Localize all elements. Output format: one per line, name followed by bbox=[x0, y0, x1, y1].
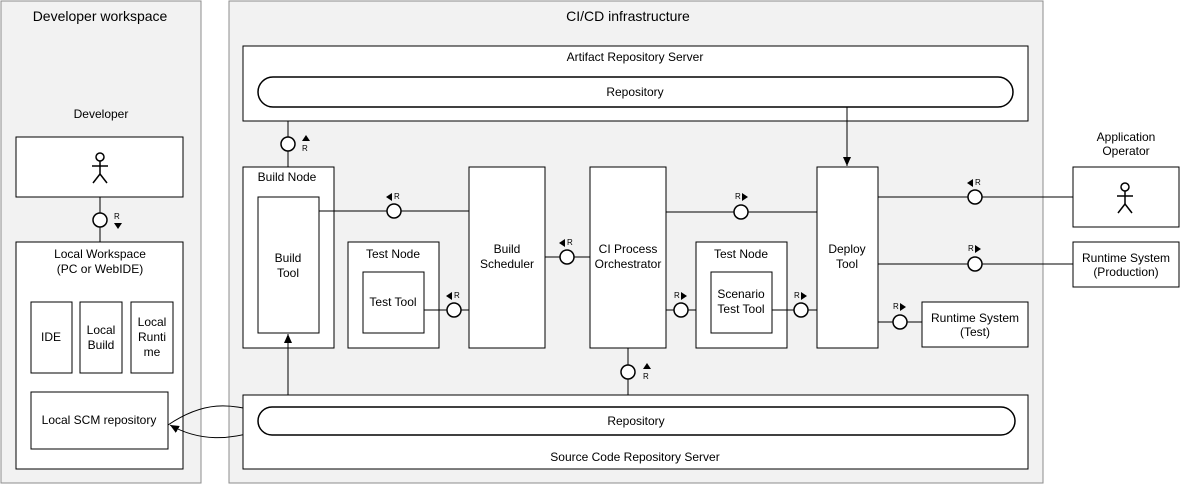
local-workspace-title-line1: Local Workspace bbox=[54, 247, 146, 261]
developer-port-label: R bbox=[114, 212, 120, 221]
deploy-production-port-label: R bbox=[968, 244, 974, 253]
build-tool-scheduler-port bbox=[386, 203, 402, 219]
build-tool-label-line2: Tool bbox=[277, 266, 299, 280]
artifact-server-title: Artifact Repository Server bbox=[567, 50, 704, 64]
scheduler-orchestrator-port-label: R bbox=[567, 238, 573, 247]
ci-orchestrator-box bbox=[589, 166, 667, 349]
ci-orchestrator-label-line1: CI Process bbox=[599, 242, 658, 256]
orchestrator-deploy-port-arrow-icon bbox=[742, 193, 748, 201]
build-tool-scheduler-port-arrow-icon bbox=[386, 193, 392, 201]
application-operator-label-line2: Operator bbox=[1102, 144, 1149, 158]
scenario-deploy-port-label: R bbox=[794, 291, 800, 300]
deploy-operator-port-label: R bbox=[975, 178, 981, 187]
local-scm-box bbox=[30, 391, 169, 450]
application-operator-label-line1: Application bbox=[1097, 130, 1156, 144]
developer-workspace-title: Developer workspace bbox=[33, 8, 168, 24]
local-build-label-line2: Build bbox=[88, 338, 115, 352]
local-runtime-label-line2: Runti bbox=[138, 330, 166, 344]
build-tool-label-line1: Build bbox=[275, 251, 302, 265]
test-tool-scheduler-port-label: R bbox=[454, 291, 460, 300]
test-node-2-title: Test Node bbox=[714, 247, 768, 261]
deploy-tool-box bbox=[816, 166, 879, 349]
runtime-test-label-line1: Runtime System bbox=[931, 311, 1019, 325]
orchestrator-scenario-port bbox=[673, 302, 689, 318]
local-build-box bbox=[79, 301, 123, 374]
deploy-operator-port-arrow-icon bbox=[967, 179, 973, 187]
local-scm-label: Local SCM repository bbox=[42, 413, 157, 427]
deploy-production-port bbox=[967, 256, 983, 272]
developer-port bbox=[92, 212, 108, 228]
runtime-production-box bbox=[1072, 241, 1180, 288]
artifact-build-port-arrow-icon bbox=[302, 135, 310, 141]
local-runtime-box bbox=[130, 301, 174, 374]
source-repository bbox=[257, 406, 1016, 436]
build-tool-box bbox=[257, 196, 320, 334]
test-tool-scheduler-port bbox=[446, 302, 462, 318]
deploy-production-port-arrow-icon bbox=[975, 245, 981, 253]
orchestrator-source-port-arrow-icon bbox=[643, 363, 651, 369]
scenario-test-tool-box bbox=[710, 271, 773, 334]
runtime-production-label-line2: (Production) bbox=[1093, 265, 1158, 279]
orchestrator-deploy-port bbox=[733, 204, 749, 220]
build-node-title: Build Node bbox=[258, 170, 317, 184]
artifact-build-port bbox=[280, 136, 296, 152]
source-server-title: Source Code Repository Server bbox=[550, 450, 719, 464]
test-tool-box bbox=[362, 271, 425, 334]
scenario-test-tool-label-line1: Scenario bbox=[717, 287, 765, 301]
deploy-tool-label-line1: Deploy bbox=[828, 242, 865, 256]
build-scheduler-box bbox=[468, 166, 546, 349]
build-scheduler-label-line2: Scheduler bbox=[480, 257, 534, 271]
build-scheduler-label-line1: Build bbox=[494, 242, 521, 256]
scenario-test-tool-label-line2: Test Tool bbox=[717, 302, 764, 316]
orchestrator-scenario-port-label: R bbox=[674, 291, 680, 300]
local-build-label-line1: Local bbox=[87, 323, 116, 337]
scheduler-orchestrator-port bbox=[559, 249, 575, 265]
deploy-runtime-test-port bbox=[892, 314, 908, 330]
orchestrator-scenario-port-arrow-icon bbox=[681, 292, 687, 300]
deploy-tool-label-line2: Tool bbox=[836, 257, 858, 271]
local-workspace-title-line2: (PC or WebIDE) bbox=[57, 262, 143, 276]
scenario-deploy-port bbox=[793, 302, 809, 318]
operator-person-icon bbox=[1117, 182, 1133, 214]
artifact-build-port-label: R bbox=[302, 144, 308, 153]
deploy-runtime-test-port-arrow-icon bbox=[900, 303, 906, 311]
artifact-repository-label: Repository bbox=[606, 85, 663, 99]
ide-box bbox=[30, 301, 73, 374]
scenario-deploy-port-arrow-icon bbox=[801, 292, 807, 300]
cicd-infrastructure-title: CI/CD infrastructure bbox=[566, 8, 690, 24]
deploy-runtime-test-port-label: R bbox=[893, 302, 899, 311]
runtime-test-label-line2: (Test) bbox=[960, 325, 990, 339]
orchestrator-source-port bbox=[620, 364, 636, 380]
runtime-test-box bbox=[921, 301, 1029, 348]
artifact-repository bbox=[257, 76, 1014, 108]
scheduler-orchestrator-port-arrow-icon bbox=[559, 239, 565, 247]
deploy-operator-port bbox=[967, 189, 983, 205]
ci-orchestrator-label-line2: Orchestrator bbox=[595, 257, 662, 271]
test-tool-scheduler-port-arrow-icon bbox=[446, 292, 452, 300]
developer-port-arrow-icon bbox=[114, 223, 122, 229]
source-repository-label: Repository bbox=[607, 414, 664, 428]
developer-person-icon bbox=[92, 152, 108, 184]
ide-label: IDE bbox=[41, 330, 61, 344]
developer-label: Developer bbox=[74, 107, 129, 121]
runtime-production-label-line1: Runtime System bbox=[1082, 251, 1170, 265]
orchestrator-deploy-port-label: R bbox=[735, 192, 741, 201]
local-runtime-label-line3: me bbox=[144, 345, 161, 359]
build-tool-scheduler-port-label: R bbox=[394, 192, 400, 201]
test-node-1-title: Test Node bbox=[366, 247, 420, 261]
test-tool-label: Test Tool bbox=[369, 295, 416, 309]
local-runtime-label-line1: Local bbox=[138, 315, 167, 329]
orchestrator-source-port-label: R bbox=[643, 372, 649, 381]
application-operator-box bbox=[1072, 166, 1180, 228]
